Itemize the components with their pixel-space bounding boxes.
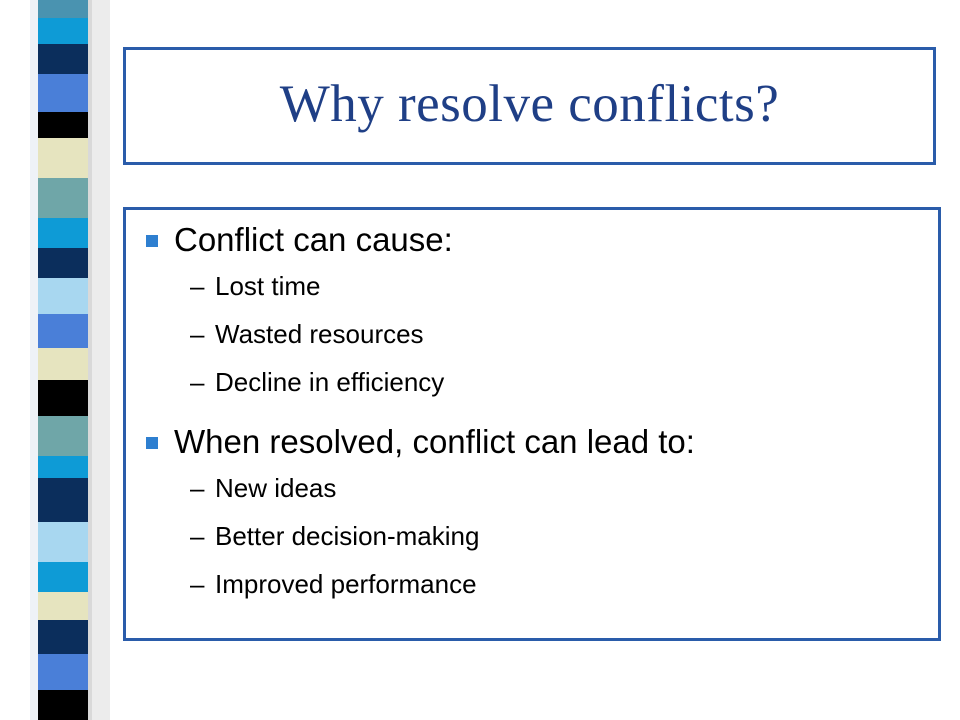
stripe [38,592,88,620]
spacer [146,406,695,420]
dash-marker: – [190,472,205,503]
stripe-edge [30,0,38,720]
sub-bullet-item: – Decline in efficiency [146,358,695,406]
bullet-item: When resolved, conflict can lead to: [146,420,695,464]
stripe [38,478,88,522]
stripe [38,74,88,112]
stripe [38,18,88,44]
bullet-group-benefits: When resolved, conflict can lead to: – N… [146,420,695,608]
stripe [38,44,88,74]
sub-bullet-text: Decline in efficiency [215,366,445,397]
bullet-text: When resolved, conflict can lead to: [174,423,695,460]
sub-bullet-list: – New ideas – Better decision-making – I… [146,464,695,608]
title-frame: Why resolve conflicts? [123,47,936,165]
stripe [38,456,88,478]
stripe [38,690,88,720]
sub-bullet-text: New ideas [215,472,337,503]
sub-bullet-text: Improved performance [215,568,477,599]
stripe [38,562,88,592]
sub-bullet-text: Wasted resources [215,318,424,349]
stripe [38,348,88,380]
stripe-pattern [30,0,110,720]
stripe [38,416,88,456]
slide-title: Why resolve conflicts? [279,75,780,133]
bullet-item: Conflict can cause: [146,218,695,262]
sub-bullet-item: – Improved performance [146,560,695,608]
dash-marker: – [190,520,205,551]
sub-bullet-item: – New ideas [146,464,695,512]
stripe [38,620,88,654]
stripe [38,218,88,248]
square-bullet-icon [146,437,158,449]
sub-bullet-item: – Better decision-making [146,512,695,560]
bullet-list: Conflict can cause: – Lost time – Wasted… [146,218,695,608]
sub-bullet-text: Lost time [215,270,321,301]
dash-marker: – [190,270,205,301]
sub-bullet-item: – Lost time [146,262,695,310]
stripe [38,654,88,690]
sub-bullet-item: – Wasted resources [146,310,695,358]
stripe [38,522,88,562]
decorative-stripe-band [0,0,110,720]
content-frame: Conflict can cause: – Lost time – Wasted… [123,207,941,641]
sub-bullet-list: – Lost time – Wasted resources – Decline… [146,262,695,406]
square-bullet-icon [146,235,158,247]
bullet-text: Conflict can cause: [174,221,453,258]
stripe-shadow-light [92,0,110,720]
stripe [38,314,88,348]
stripe [38,248,88,278]
stripe [38,380,88,416]
dash-marker: – [190,568,205,599]
bullet-group-causes: Conflict can cause: – Lost time – Wasted… [146,218,695,406]
sub-bullet-text: Better decision-making [215,520,480,551]
dash-marker: – [190,318,205,349]
stripe [38,278,88,314]
stripe [38,178,88,218]
dash-marker: – [190,366,205,397]
stripe [38,0,88,18]
stripe [38,112,88,138]
stripe [38,138,88,178]
